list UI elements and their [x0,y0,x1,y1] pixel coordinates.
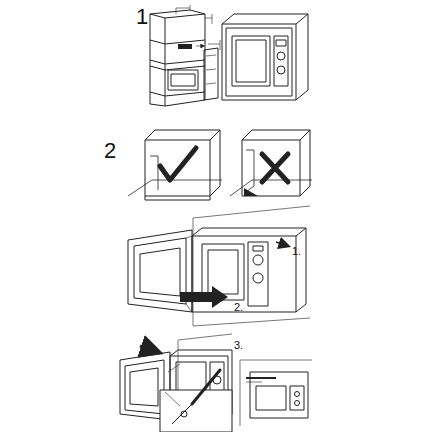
step-number: 1 [136,6,148,28]
insertion-step [128,206,310,326]
wrong-mounting [230,130,312,196]
fixing-step [120,334,232,432]
built-in-microwave [222,14,308,100]
sub-step-number: 2. [234,302,243,313]
detail-view [240,360,312,426]
cabinet-column [150,5,220,106]
step-number: 2 [104,140,116,162]
sub-step-number: 3. [234,340,243,351]
correct-mounting [128,130,222,200]
sub-step-number: 1. [292,246,301,257]
